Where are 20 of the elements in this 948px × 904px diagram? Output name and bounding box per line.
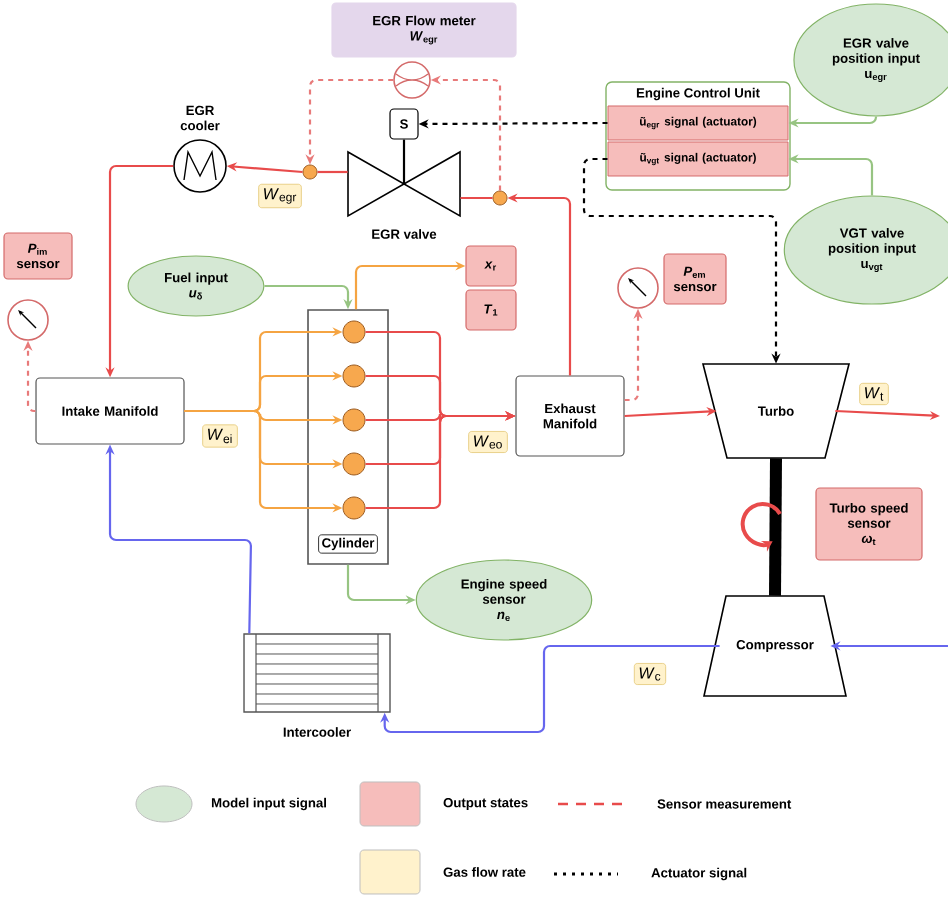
cylinder-port bbox=[342, 496, 366, 520]
cylinder-port bbox=[342, 408, 366, 432]
junction-dot bbox=[302, 164, 318, 180]
line bbox=[460, 196, 493, 200]
edge-label: W$_{egr}$ bbox=[258, 183, 302, 209]
edge-label: W$_{eo}$ bbox=[468, 431, 508, 453]
arrow bbox=[380, 644, 720, 734]
pressure-gauge bbox=[617, 267, 659, 309]
line bbox=[317, 170, 348, 174]
junction-dot bbox=[492, 190, 508, 206]
edge-label: W$_{ei}$ bbox=[202, 424, 238, 448]
cylinder-port bbox=[342, 364, 366, 388]
line bbox=[402, 139, 406, 184]
flow-meter-symbol bbox=[393, 61, 431, 99]
edge-label: W$_{c}$ bbox=[633, 663, 667, 685]
pressure-gauge bbox=[7, 299, 49, 341]
shaft bbox=[769, 458, 782, 596]
cylinder-port bbox=[342, 320, 366, 344]
edge-label: W$_{t}$ bbox=[859, 382, 889, 406]
cylinder-port bbox=[342, 452, 366, 476]
